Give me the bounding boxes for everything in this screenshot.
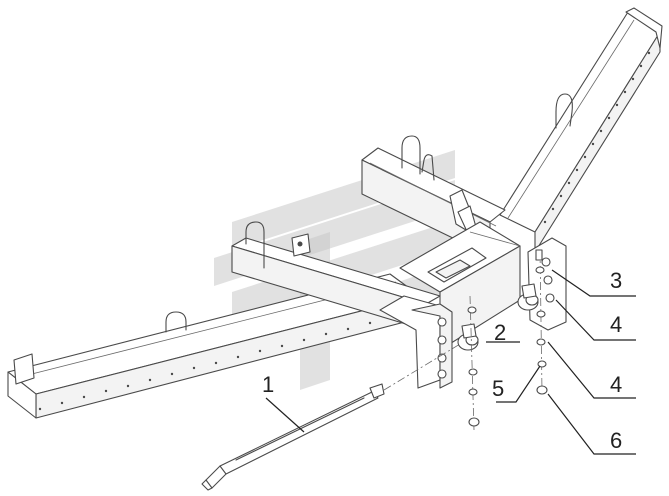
part-2-pin-right: [517, 283, 539, 311]
right-frame-beam: [499, 7, 663, 253]
left-beam-bolt-holes: [38, 321, 372, 411]
front-hitch-plate: [379, 295, 453, 389]
right-beam-bolt-holes: [543, 51, 651, 224]
callout-label-4-upper: 4: [610, 312, 622, 337]
callout-leaders: [265, 269, 636, 455]
right-mount-plate: [527, 237, 567, 331]
part-2-pin-left: [457, 323, 479, 351]
callout-label-1: 1: [262, 372, 274, 397]
hitch-housing: [399, 221, 521, 351]
callout-label-6: 6: [610, 428, 622, 453]
part-1-shaft: [201, 337, 471, 491]
callout-label-5: 5: [492, 376, 504, 401]
fastener-stack-left: [467, 295, 480, 431]
callout-label-3: 3: [610, 268, 622, 293]
callout-label-4-lower: 4: [610, 372, 622, 397]
fastener-stack-right: [535, 249, 548, 395]
callout-label-2: 2: [494, 320, 506, 345]
